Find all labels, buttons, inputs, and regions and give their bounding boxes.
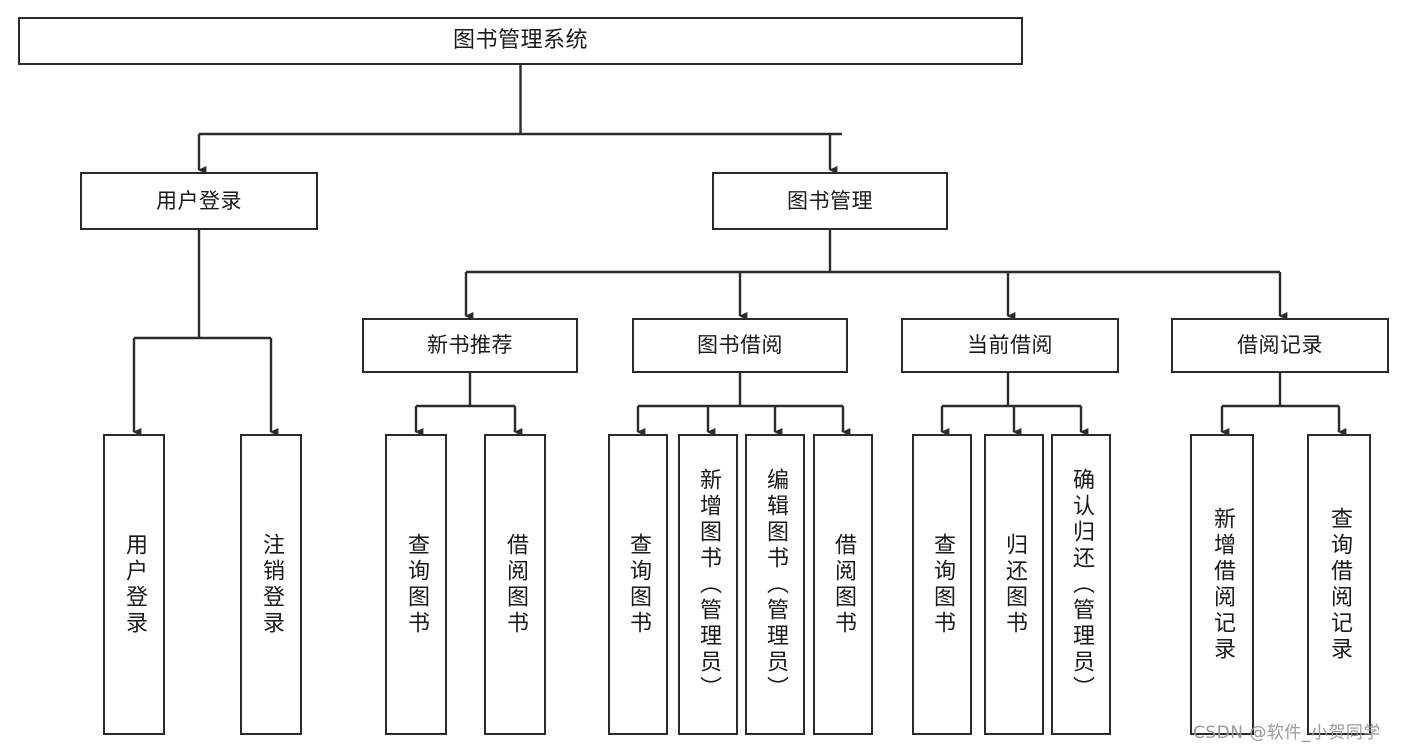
leaf-query-book-current[interactable]: 查询图书 xyxy=(912,434,972,735)
node-label: 查询图书 xyxy=(626,532,651,637)
node-label: 用户登录 xyxy=(156,188,242,213)
node-root-system[interactable]: 图书管理系统 xyxy=(18,17,1023,65)
leaf-add-book-admin[interactable]: 新增图书（管理员） xyxy=(678,434,738,735)
node-label: 借阅图书 xyxy=(831,532,856,637)
node-label: 借阅图书 xyxy=(503,532,528,637)
leaf-add-borrow-record[interactable]: 新增借阅记录 xyxy=(1190,434,1254,735)
node-label: 图书借阅 xyxy=(697,333,783,357)
node-label: 归还图书 xyxy=(1002,532,1027,637)
node-book-management[interactable]: 图书管理 xyxy=(712,172,948,230)
node-label: 借阅记录 xyxy=(1237,333,1323,357)
leaf-confirm-return-admin[interactable]: 确认归还（管理员） xyxy=(1051,434,1111,735)
node-label: 新书推荐 xyxy=(427,333,513,357)
leaf-query-book-newbook[interactable]: 查询图书 xyxy=(385,434,447,735)
node-new-book-recommendation[interactable]: 新书推荐 xyxy=(362,318,578,373)
leaf-edit-book-admin[interactable]: 编辑图书（管理员） xyxy=(745,434,805,735)
node-label: 图书管理系统 xyxy=(452,28,588,53)
node-label: 图书管理 xyxy=(787,188,873,213)
csdn-watermark: CSDN @软件_小贺同学 xyxy=(1193,723,1381,743)
leaf-user-login[interactable]: 用户登录 xyxy=(103,434,165,735)
node-label: 编辑图书（管理员） xyxy=(763,467,788,702)
node-label: 用户登录 xyxy=(122,532,147,637)
node-book-borrowing[interactable]: 图书借阅 xyxy=(632,318,848,373)
node-label: 新增图书（管理员） xyxy=(696,467,721,702)
node-label: 注销登录 xyxy=(259,532,284,637)
leaf-return-book[interactable]: 归还图书 xyxy=(984,434,1044,735)
node-current-borrowing[interactable]: 当前借阅 xyxy=(901,318,1119,373)
leaf-borrow-book-borrowing[interactable]: 借阅图书 xyxy=(813,434,873,735)
leaf-query-borrow-record[interactable]: 查询借阅记录 xyxy=(1307,434,1371,735)
leaf-borrow-book-newbook[interactable]: 借阅图书 xyxy=(484,434,546,735)
leaf-logout[interactable]: 注销登录 xyxy=(240,434,302,735)
node-borrow-records[interactable]: 借阅记录 xyxy=(1171,318,1389,373)
node-label: 查询借阅记录 xyxy=(1327,506,1352,663)
node-label: 当前借阅 xyxy=(967,333,1053,357)
node-label: 查询图书 xyxy=(930,532,955,637)
leaf-query-book-borrowing[interactable]: 查询图书 xyxy=(608,434,668,735)
node-user-login[interactable]: 用户登录 xyxy=(80,172,318,230)
node-label: 新增借阅记录 xyxy=(1210,506,1235,663)
node-label: 查询图书 xyxy=(404,532,429,637)
node-label: 确认归还（管理员） xyxy=(1069,467,1094,702)
